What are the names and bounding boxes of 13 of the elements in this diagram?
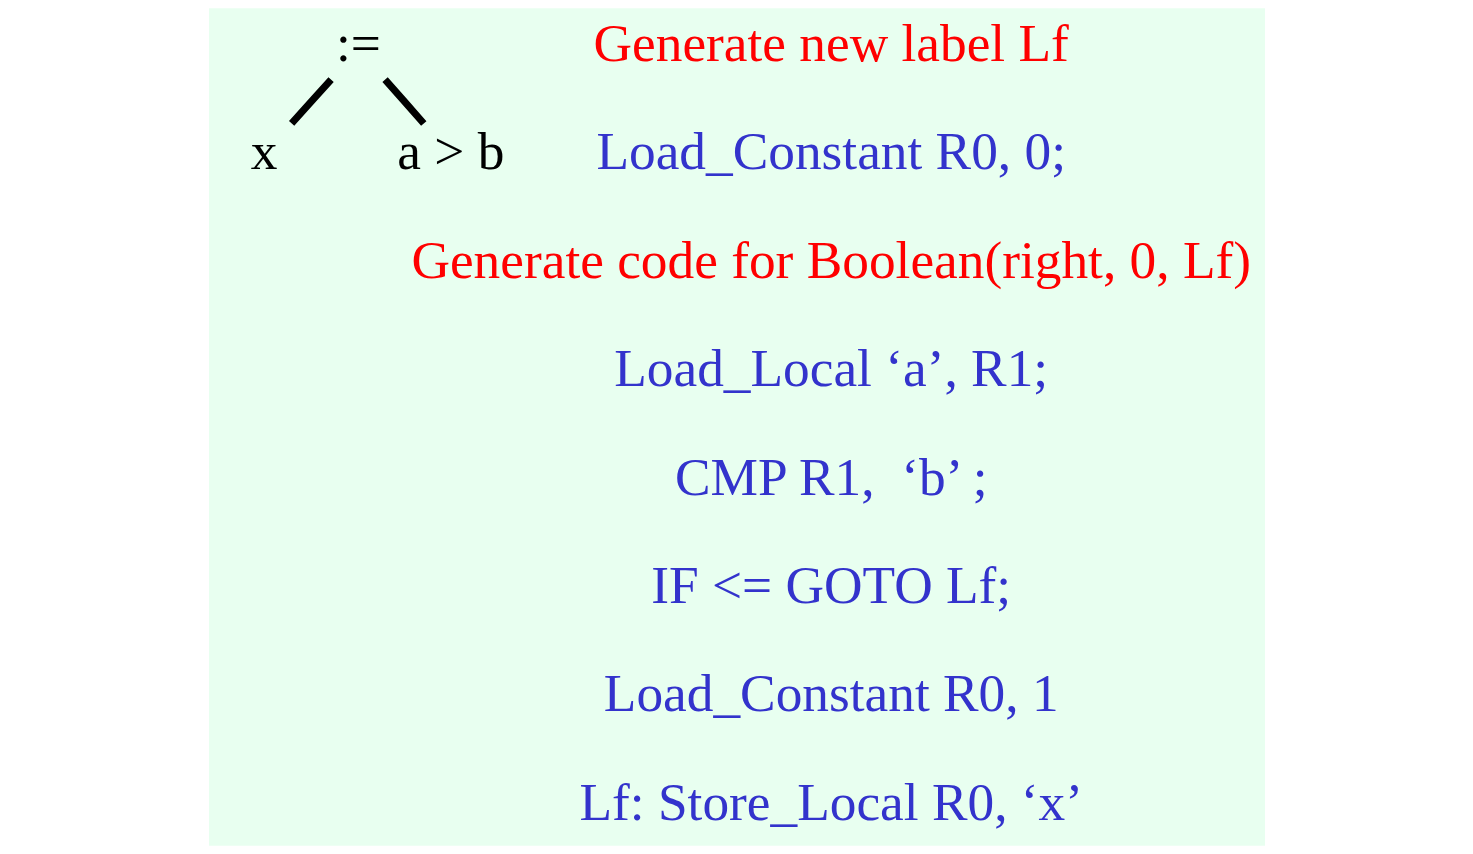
label: IF <= GOTO Lf;: [650, 555, 1011, 615]
label: Generate code for Boolean(right, 0, Lf): [410, 229, 1251, 290]
node-text: a > b: [396, 121, 504, 182]
node-text: :=: [335, 12, 381, 73]
label: Lf: Store_Local R0, ‘x’: [578, 771, 1083, 832]
connector: [288, 77, 334, 126]
label: Generate new label Lf: [593, 12, 1069, 73]
label: Load_Constant R0, 1: [603, 663, 1059, 724]
connector: [381, 77, 426, 126]
label: Load_Constant R0, 0;: [595, 121, 1066, 182]
node-text: x: [250, 121, 277, 182]
label: CMP R1, ‘b’ ;: [674, 446, 988, 507]
label: Load_Local ‘a’, R1;: [613, 338, 1048, 399]
